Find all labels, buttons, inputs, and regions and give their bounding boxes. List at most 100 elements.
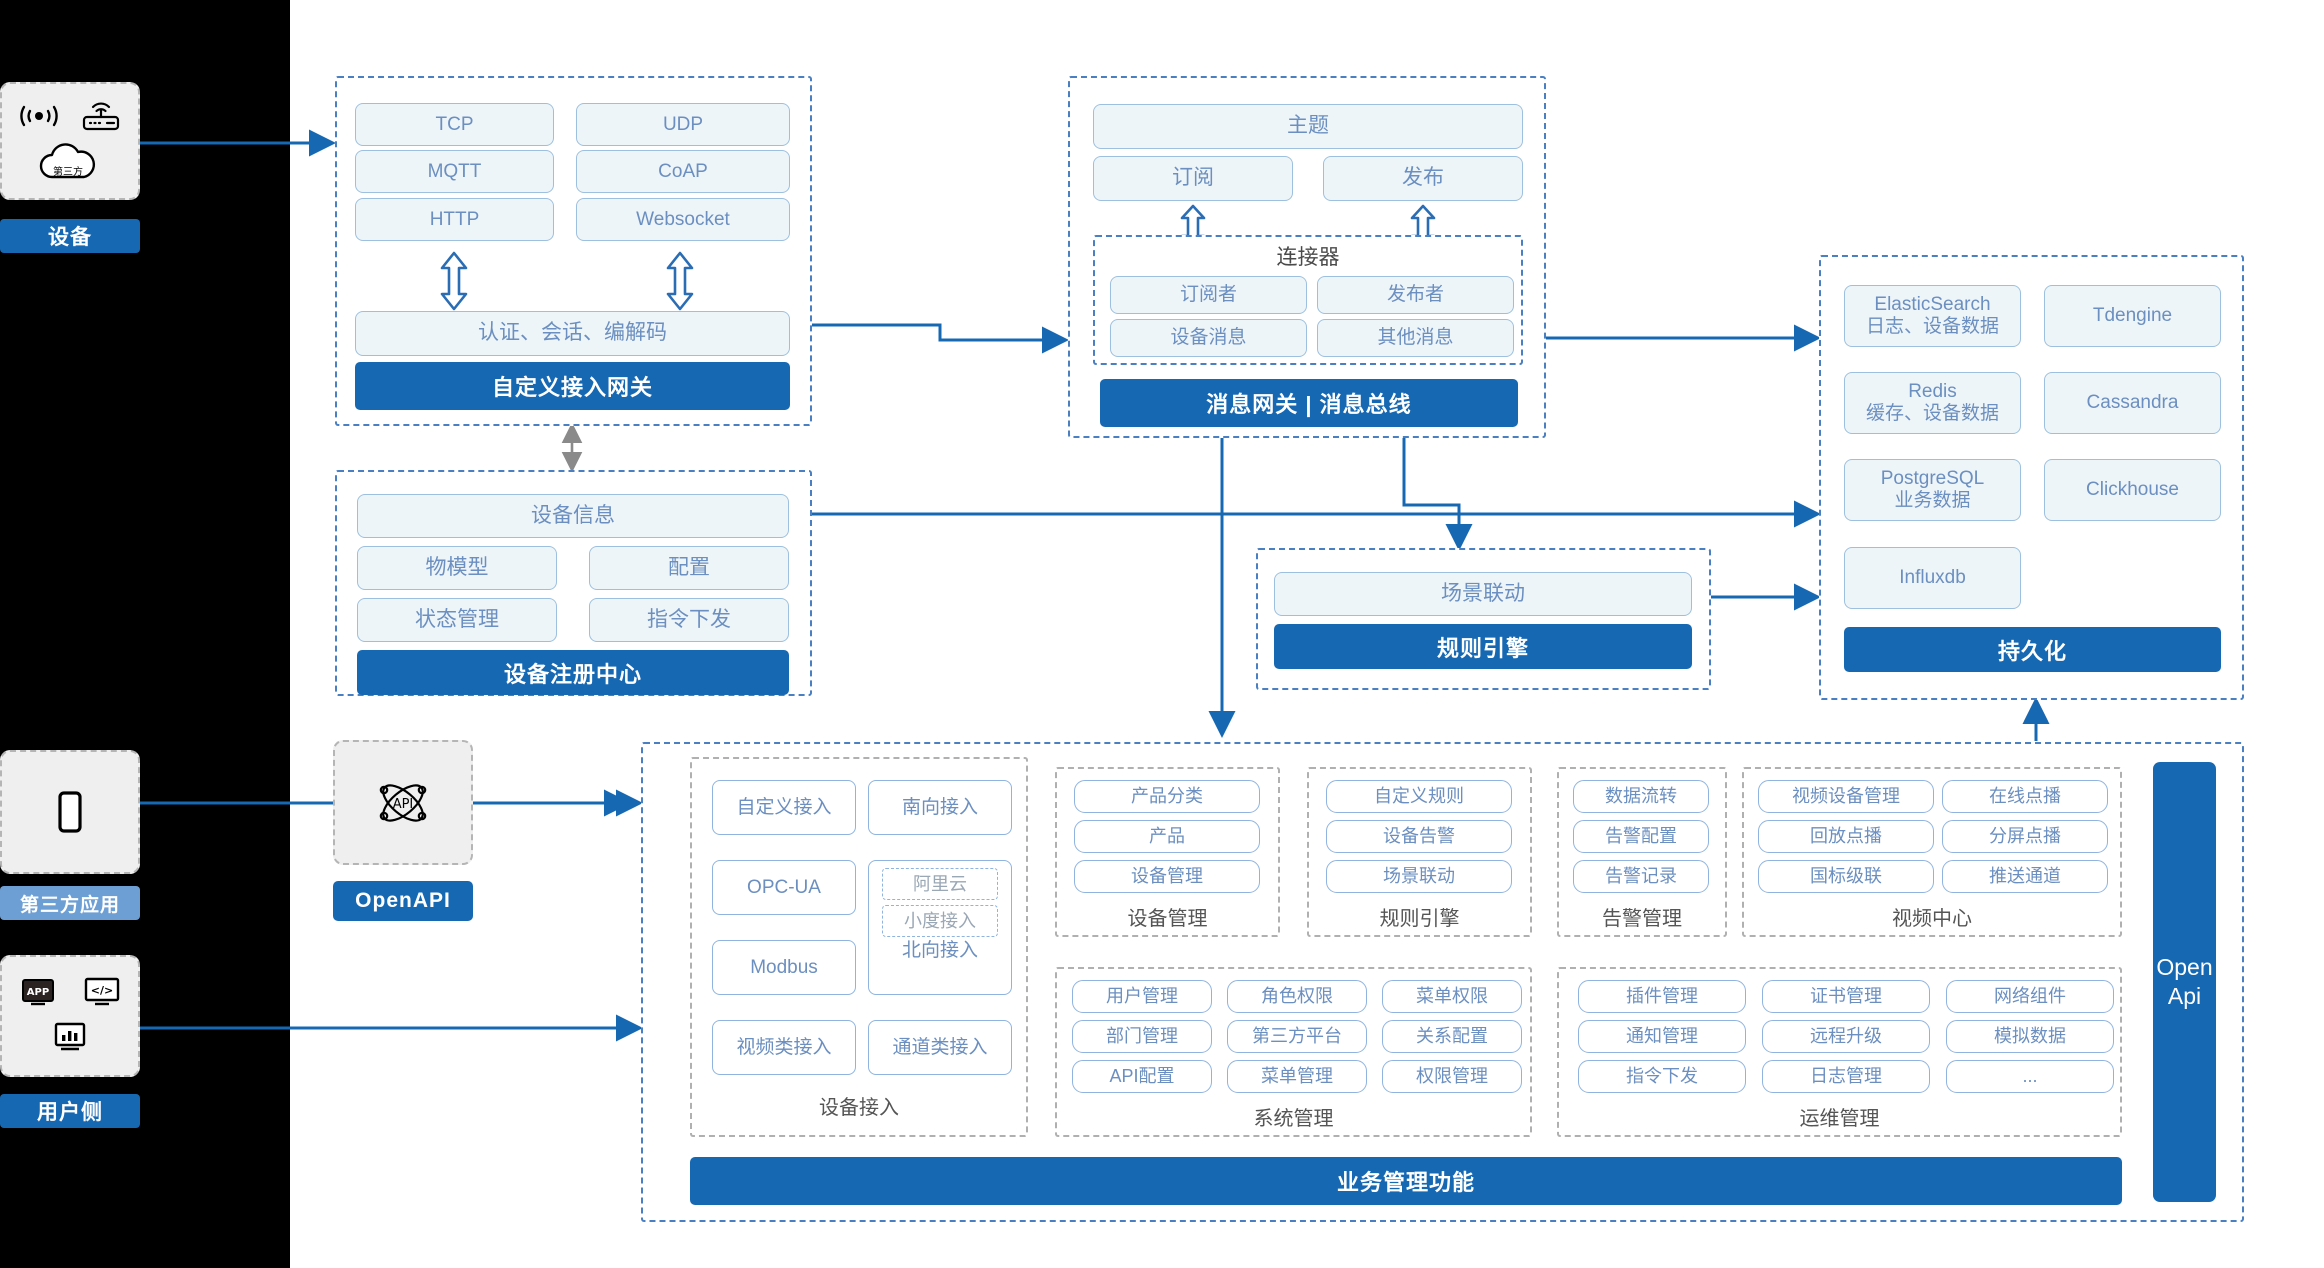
svg-text:第三方: 第三方 (53, 165, 83, 178)
storage-clickhouse[interactable]: Clickhouse (2044, 459, 2221, 521)
alarm-data-flow[interactable]: 数据流转 (1573, 780, 1709, 813)
wifi-signal-icon (8, 94, 70, 138)
group-device-access-label: 设备接入 (819, 1097, 899, 1119)
protocol-coap[interactable]: CoAP (576, 150, 790, 193)
actor-device-label: 设备 (0, 219, 140, 253)
video-push-channel[interactable]: 推送通道 (1942, 860, 2108, 893)
storage-elasticsearch[interactable]: ElasticSearch 日志、设备数据 (1844, 285, 2021, 347)
group-alarm-management-label: 告警管理 (1602, 908, 1682, 930)
topic-chip[interactable]: 主题 (1093, 104, 1523, 149)
protocol-websocket[interactable]: Websocket (576, 198, 790, 241)
sys-role-permission[interactable]: 角色权限 (1227, 980, 1367, 1013)
message-gateway-bar[interactable]: 消息网关 | 消息总线 (1100, 379, 1518, 427)
openapi-vertical-bar[interactable]: Open Api (2153, 762, 2216, 1202)
mobile-phone-icon (57, 791, 83, 833)
ops-certificate-management[interactable]: 证书管理 (1762, 980, 1930, 1013)
svg-text:API: API (393, 797, 414, 812)
video-playback[interactable]: 回放点播 (1758, 820, 1934, 853)
codec-chip[interactable]: 认证、会话、编解码 (355, 311, 790, 356)
video-gb-cascade[interactable]: 国标级联 (1758, 860, 1934, 893)
router-icon (70, 94, 132, 138)
connector-subscriber[interactable]: 订阅者 (1110, 276, 1307, 314)
ops-simulation-data[interactable]: 模拟数据 (1946, 1020, 2114, 1053)
svg-text:APP: APP (27, 987, 49, 998)
storage-redis-desc: 缓存、设备数据 (1865, 403, 1999, 424)
storage-postgresql-name: PostgreSQL (1880, 468, 1985, 490)
access-opcua[interactable]: OPC-UA (712, 860, 856, 915)
alarm-record[interactable]: 告警记录 (1573, 860, 1709, 893)
sys-permission-management[interactable]: 权限管理 (1382, 1060, 1522, 1093)
storage-tdengine[interactable]: Tdengine (2044, 285, 2221, 347)
bidirectional-arrow-right (664, 250, 696, 317)
sys-department-management[interactable]: 部门管理 (1072, 1020, 1212, 1053)
device-state-chip[interactable]: 状态管理 (357, 598, 557, 642)
devmgmt-product[interactable]: 产品 (1074, 820, 1260, 853)
access-channel[interactable]: 通道类接入 (868, 1020, 1012, 1075)
access-xiaodu[interactable]: 小度接入 (882, 905, 998, 937)
access-video[interactable]: 视频类接入 (712, 1020, 856, 1075)
ops-network-component[interactable]: 网络组件 (1946, 980, 2114, 1013)
access-modbus[interactable]: Modbus (712, 940, 856, 995)
storage-redis-name: Redis (1908, 381, 1957, 403)
sys-third-party-platform[interactable]: 第三方平台 (1227, 1020, 1367, 1053)
video-split-screen[interactable]: 分屏点播 (1942, 820, 2108, 853)
sys-api-config[interactable]: API配置 (1072, 1060, 1212, 1093)
device-config-chip[interactable]: 配置 (589, 546, 789, 590)
app-window-icon: APP (6, 970, 70, 1014)
access-aliyun[interactable]: 阿里云 (882, 868, 998, 900)
connector-device-message[interactable]: 设备消息 (1110, 319, 1307, 357)
device-thing-model-chip[interactable]: 物模型 (357, 546, 557, 590)
rule-engine-bar[interactable]: 规则引擎 (1274, 624, 1692, 669)
storage-cassandra[interactable]: Cassandra (2044, 372, 2221, 434)
openapi-vertical-line1: Open (2156, 954, 2213, 981)
sys-menu-permission[interactable]: 菜单权限 (1382, 980, 1522, 1013)
rule-device-alarm[interactable]: 设备告警 (1326, 820, 1512, 853)
business-function-bar[interactable]: 业务管理功能 (690, 1157, 2122, 1205)
subscribe-chip[interactable]: 订阅 (1093, 156, 1293, 201)
openapi-node-label[interactable]: OpenAPI (333, 881, 473, 921)
access-northbound-box[interactable]: 阿里云 小度接入 北向接入 (868, 860, 1012, 995)
scene-linkage-chip[interactable]: 场景联动 (1274, 572, 1692, 616)
sys-menu-management[interactable]: 菜单管理 (1227, 1060, 1367, 1093)
video-device-management[interactable]: 视频设备管理 (1758, 780, 1934, 813)
ops-remote-upgrade[interactable]: 远程升级 (1762, 1020, 1930, 1053)
ops-notification-management[interactable]: 通知管理 (1578, 1020, 1746, 1053)
connector-title: 连接器 (1276, 246, 1340, 269)
actor-userside-label: 用户侧 (0, 1094, 140, 1128)
storage-postgresql[interactable]: PostgreSQL 业务数据 (1844, 459, 2021, 521)
dashboard-chart-icon (5, 1014, 135, 1062)
protocol-http[interactable]: HTTP (355, 198, 554, 241)
ops-more[interactable]: ... (1946, 1060, 2114, 1093)
openapi-node-box: API (333, 740, 473, 865)
storage-redis[interactable]: Redis 缓存、设备数据 (1844, 372, 2021, 434)
sys-user-management[interactable]: 用户管理 (1072, 980, 1212, 1013)
connector-other-message[interactable]: 其他消息 (1317, 319, 1514, 357)
alarm-config[interactable]: 告警配置 (1573, 820, 1709, 853)
ops-log-management[interactable]: 日志管理 (1762, 1060, 1930, 1093)
bidirectional-arrow-left (438, 250, 470, 317)
persistence-bar[interactable]: 持久化 (1844, 627, 2221, 672)
rule-custom[interactable]: 自定义规则 (1326, 780, 1512, 813)
storage-influxdb[interactable]: Influxdb (1844, 547, 2021, 609)
devmgmt-device[interactable]: 设备管理 (1074, 860, 1260, 893)
access-custom[interactable]: 自定义接入 (712, 780, 856, 835)
ops-plugin-management[interactable]: 插件管理 (1578, 980, 1746, 1013)
actor-userside-box: APP </> (0, 955, 140, 1077)
protocol-mqtt[interactable]: MQTT (355, 150, 554, 193)
publish-chip[interactable]: 发布 (1323, 156, 1523, 201)
ops-command-dispatch[interactable]: 指令下发 (1578, 1060, 1746, 1093)
device-command-chip[interactable]: 指令下发 (589, 598, 789, 642)
connector-publisher[interactable]: 发布者 (1317, 276, 1514, 314)
sys-relation-config[interactable]: 关系配置 (1382, 1020, 1522, 1053)
protocol-udp[interactable]: UDP (576, 103, 790, 146)
devmgmt-product-category[interactable]: 产品分类 (1074, 780, 1260, 813)
device-info-chip[interactable]: 设备信息 (357, 494, 789, 538)
protocol-tcp[interactable]: TCP (355, 103, 554, 146)
access-southbound[interactable]: 南向接入 (868, 780, 1012, 835)
video-online-play[interactable]: 在线点播 (1942, 780, 2108, 813)
group-rule-engine-label: 规则引擎 (1379, 908, 1460, 930)
rule-scene-linkage[interactable]: 场景联动 (1326, 860, 1512, 893)
device-registry-bar[interactable]: 设备注册中心 (357, 650, 789, 695)
access-gateway-bar[interactable]: 自定义接入网关 (355, 362, 790, 410)
api-atom-icon: API (372, 775, 434, 831)
